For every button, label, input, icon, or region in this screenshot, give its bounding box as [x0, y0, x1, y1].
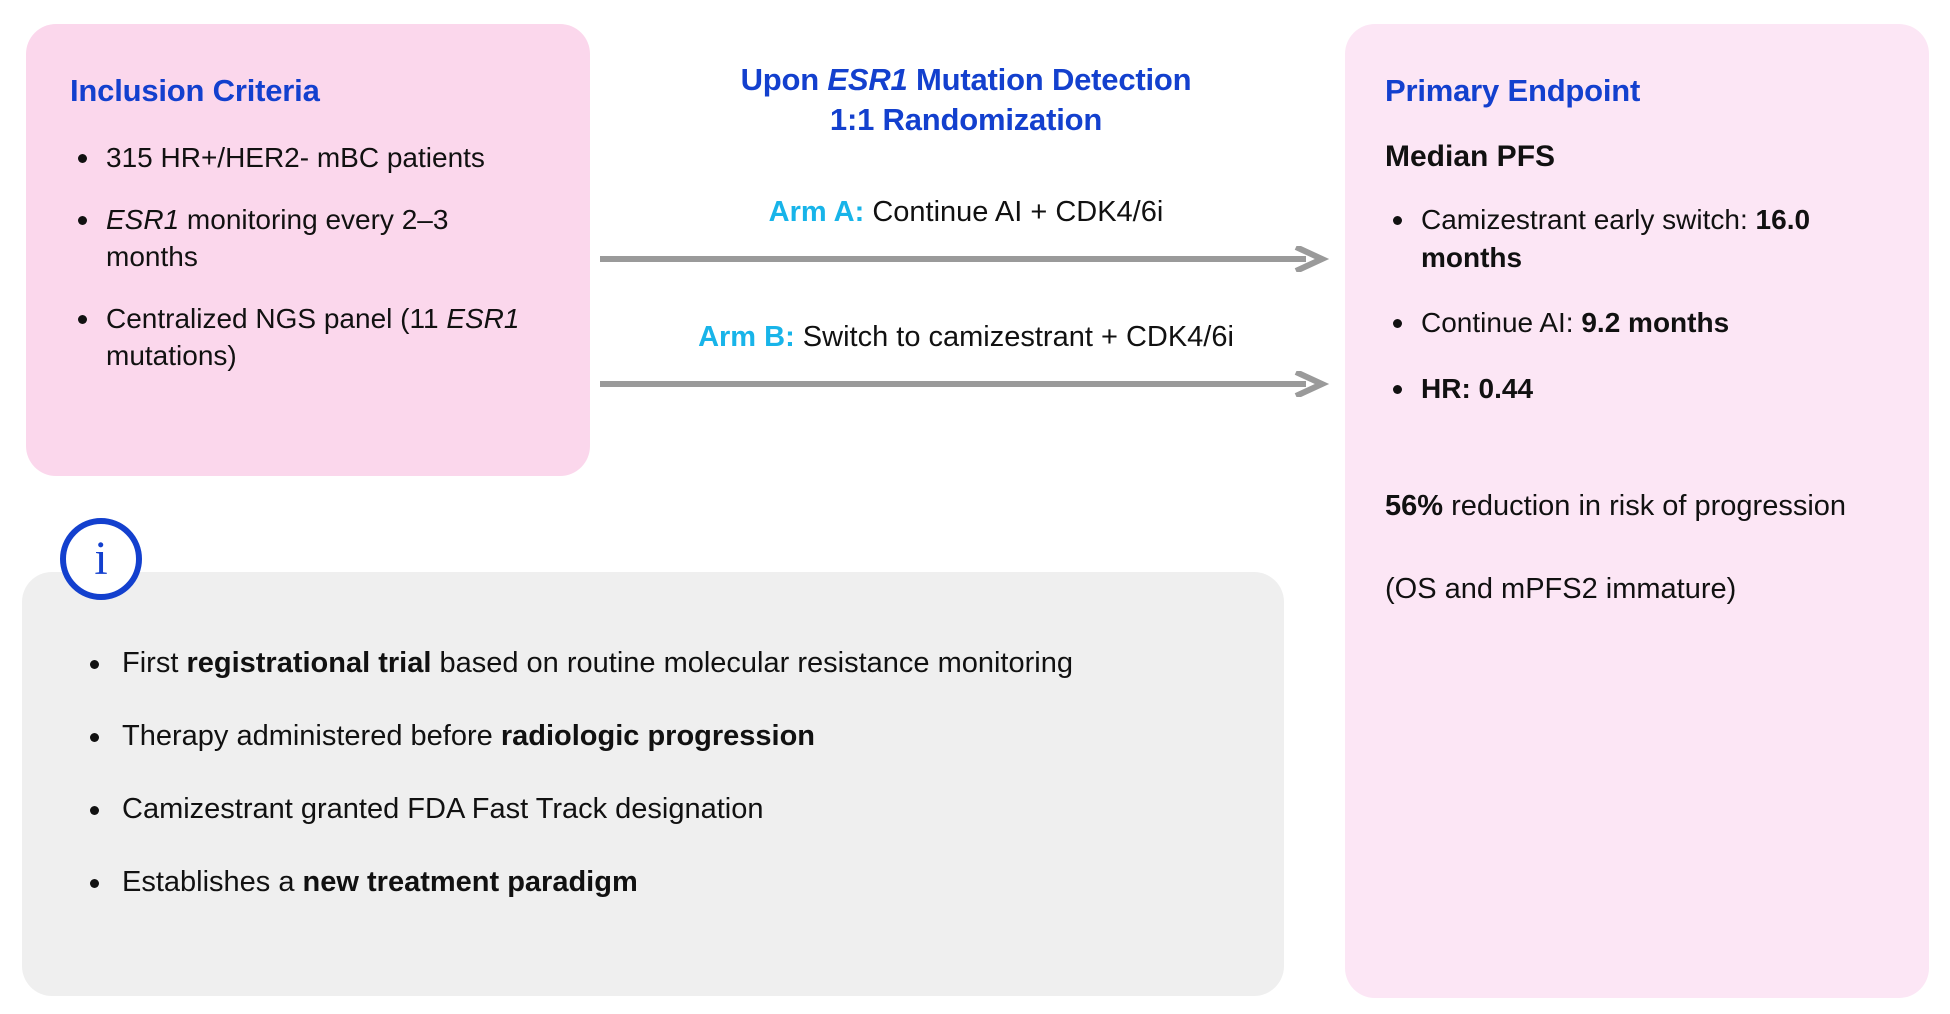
inclusion-criteria-list: 315 HR+/HER2- mBC patients ESR1 monitori… [70, 139, 546, 375]
gene-name: ESR1 [106, 203, 180, 235]
list-item: Continue AI: 9.2 months [1385, 304, 1889, 342]
key-takeaways-list: First registrational trial based on rout… [82, 644, 1224, 903]
bullet-text: monitoring every 2–3 months [106, 203, 449, 273]
title-part: Upon [740, 62, 828, 97]
endpoint-footnote: (OS and mPFS2 immature) [1385, 572, 1737, 605]
bullet-emphasis: new treatment paradigm [302, 866, 638, 899]
spacer [1385, 435, 1889, 487]
bullet-text: Therapy administered before [122, 720, 501, 753]
primary-endpoint-panel: Primary Endpoint Median PFS Camizestrant… [1345, 24, 1929, 998]
bullet-text: Camizestrant early switch: [1421, 204, 1756, 236]
bullet-text: 315 HR+/HER2- mBC patients [106, 142, 485, 174]
bullet-value: HR: 0.44 [1421, 372, 1534, 404]
bullet-emphasis: registrational trial [186, 647, 432, 679]
info-icon: i [60, 518, 142, 600]
inclusion-criteria-title: Inclusion Criteria [70, 73, 320, 108]
primary-endpoint-title: Primary Endpoint [1385, 73, 1641, 108]
arm-b-arrow [596, 370, 1336, 397]
title-part: Mutation Detection [907, 62, 1192, 97]
arm-a-arrow [596, 246, 1336, 273]
list-item: 315 HR+/HER2- mBC patients [70, 139, 546, 177]
list-item: ESR1 monitoring every 2–3 months [70, 201, 546, 276]
list-item: Camizestrant granted FDA Fast Track desi… [82, 790, 1224, 829]
arm-b-text: Switch to camizestrant + CDK4/6i [794, 321, 1234, 354]
arm-a-block: Arm A: Continue AI + CDK4/6i [596, 195, 1336, 273]
risk-reduction-value: 56% [1385, 490, 1444, 523]
bullet-text: Centralized NGS panel (11 [106, 302, 447, 334]
bullet-text: Establishes a [122, 866, 303, 899]
arm-a-label: Arm A: Continue AI + CDK4/6i [596, 195, 1336, 230]
bullet-text: mutations) [106, 340, 237, 372]
randomization-title: Upon ESR1 Mutation Detection 1:1 Randomi… [596, 60, 1336, 139]
gene-name: ESR1 [827, 62, 908, 97]
arm-b-block: Arm B: Switch to camizestrant + CDK4/6i [596, 320, 1336, 397]
risk-reduction-text: 56% reduction in risk of progression [1385, 487, 1889, 525]
list-item: HR: 0.44 [1385, 370, 1889, 408]
list-item: Establishes a new treatment paradigm [82, 863, 1224, 902]
bullet-value: 16.0 months [1421, 204, 1811, 273]
arrow-right-icon [600, 246, 1330, 273]
arm-a-text: Continue AI + CDK4/6i [864, 196, 1164, 229]
inclusion-criteria-panel: Inclusion Criteria 315 HR+/HER2- mBC pat… [26, 24, 590, 476]
bullet-text: First [122, 647, 187, 679]
bullet-value: 9.2 months [1581, 307, 1730, 339]
list-item: Centralized NGS panel (11 ESR1 mutations… [70, 300, 546, 375]
randomization-section: Upon ESR1 Mutation Detection 1:1 Randomi… [596, 60, 1336, 480]
arm-a-tag: Arm A: [768, 196, 865, 229]
spacer [1385, 526, 1889, 570]
bullet-text: based on routine molecular resistance mo… [431, 647, 1073, 679]
gene-name: ESR1 [446, 302, 520, 334]
list-item: Therapy administered before radiologic p… [82, 717, 1224, 756]
title-part: 1:1 Randomization [829, 101, 1103, 137]
median-pfs-list: Camizestrant early switch: 16.0 months C… [1385, 201, 1889, 407]
bullet-text: Continue AI: [1421, 307, 1582, 339]
risk-reduction-label: reduction in risk of progression [1443, 490, 1847, 523]
median-pfs-subheading: Median PFS [1385, 140, 1556, 174]
key-takeaways-panel: First registrational trial based on rout… [22, 572, 1284, 996]
list-item: First registrational trial based on rout… [82, 644, 1224, 683]
arm-b-label: Arm B: Switch to camizestrant + CDK4/6i [596, 320, 1336, 355]
arrow-right-icon [600, 370, 1330, 397]
info-icon-glyph: i [94, 532, 108, 585]
bullet-emphasis: radiologic progression [500, 720, 816, 753]
arm-b-tag: Arm B: [698, 321, 795, 354]
list-item: Camizestrant early switch: 16.0 months [1385, 201, 1889, 276]
bullet-text: Camizestrant granted FDA Fast Track desi… [122, 793, 764, 826]
